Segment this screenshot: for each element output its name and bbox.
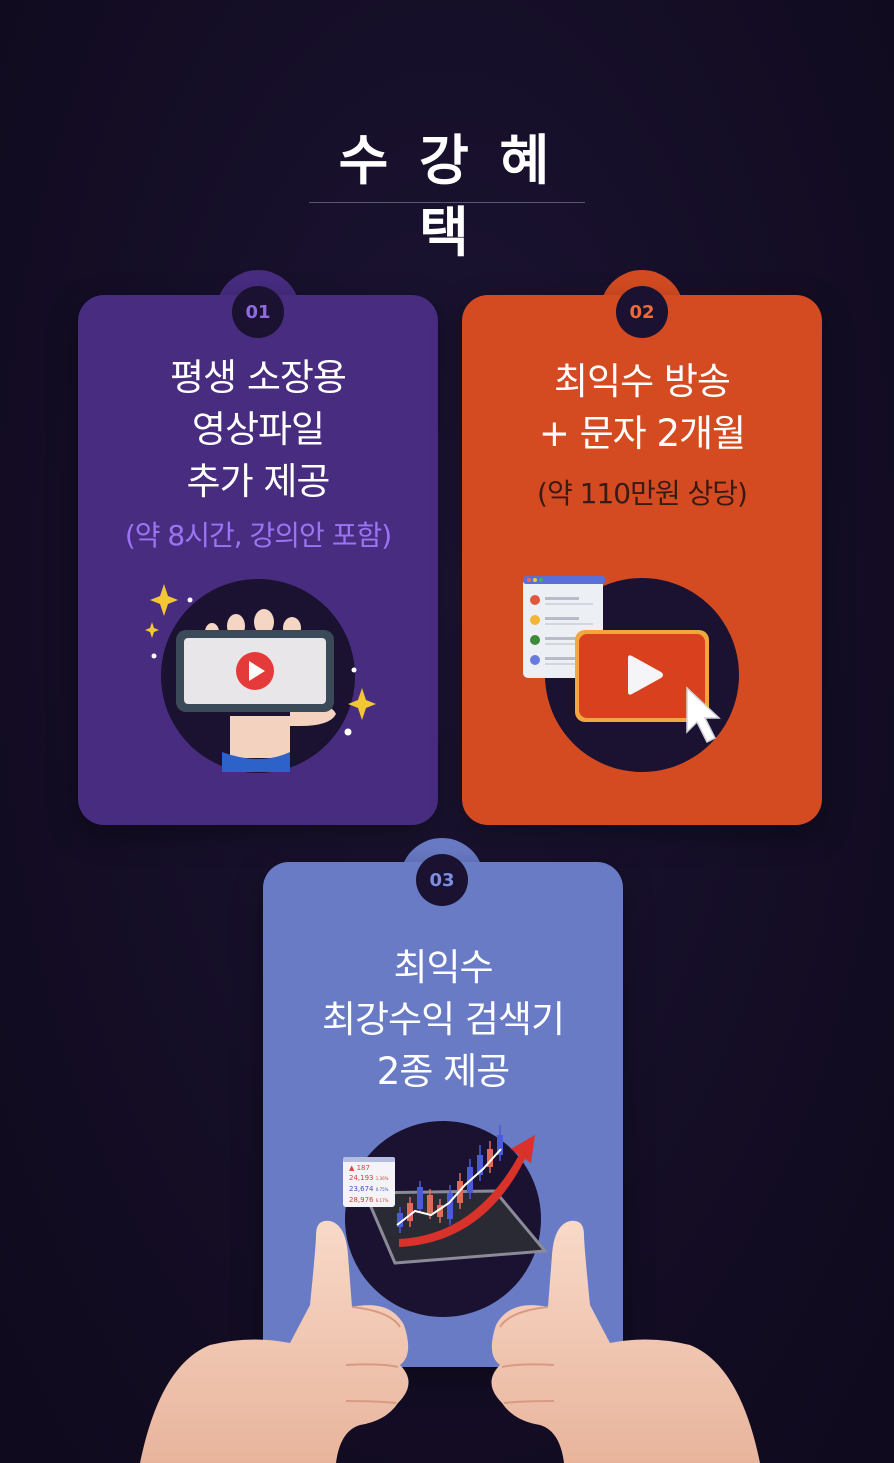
headline-line: 영상파일 <box>191 408 325 451</box>
thumbs-up-hands-icon <box>140 1220 760 1463</box>
card-subtext: (약 8시간, 강의안 포함) <box>124 519 392 552</box>
headline-line: 최강수익 검색기 <box>321 998 565 1041</box>
stock-chart-tablet-icon <box>343 1125 549 1265</box>
headline-line: 최익수 방송 <box>554 360 731 403</box>
card-headline: 최익수 방송 + 문자 2개월 <box>462 356 822 460</box>
ticker-row: 28,976 6.17% <box>349 1196 389 1204</box>
card-number: 02 <box>629 301 655 323</box>
card-number: 03 <box>429 869 455 891</box>
headline-line: 최익수 <box>393 946 493 989</box>
title-underline <box>309 202 585 203</box>
hand-holding-phone-video-icon <box>145 584 376 772</box>
card-number-badge: 01 <box>232 286 284 338</box>
card-headline: 최익수 최강수익 검색기 2종 제공 <box>263 942 623 1098</box>
card-number-badge: 02 <box>616 286 668 338</box>
headline-line: 2종 제공 <box>376 1050 510 1093</box>
card-subtext: (약 110만원 상당) <box>537 477 748 510</box>
headline-line: + 문자 2개월 <box>538 412 746 455</box>
headline-line: 추가 제공 <box>186 460 331 503</box>
card-number-badge: 03 <box>416 854 468 906</box>
ticker-panel: ▲ 187 24,193 1.36% 23,674 0.75% 28,976 6… <box>345 1163 401 1206</box>
headline-line: 평생 소장용 <box>170 356 347 399</box>
ticker-row: 23,674 0.75% <box>349 1185 389 1193</box>
card-headline: 평생 소장용 영상파일 추가 제공 <box>78 352 438 508</box>
ticker-change: ▲ 187 <box>349 1164 370 1172</box>
ticker-row: 24,193 1.36% <box>349 1174 389 1182</box>
video-play-cursor-icon <box>523 576 721 744</box>
card-number: 01 <box>245 301 271 323</box>
page-title: 수 강 혜 택 <box>338 129 556 264</box>
